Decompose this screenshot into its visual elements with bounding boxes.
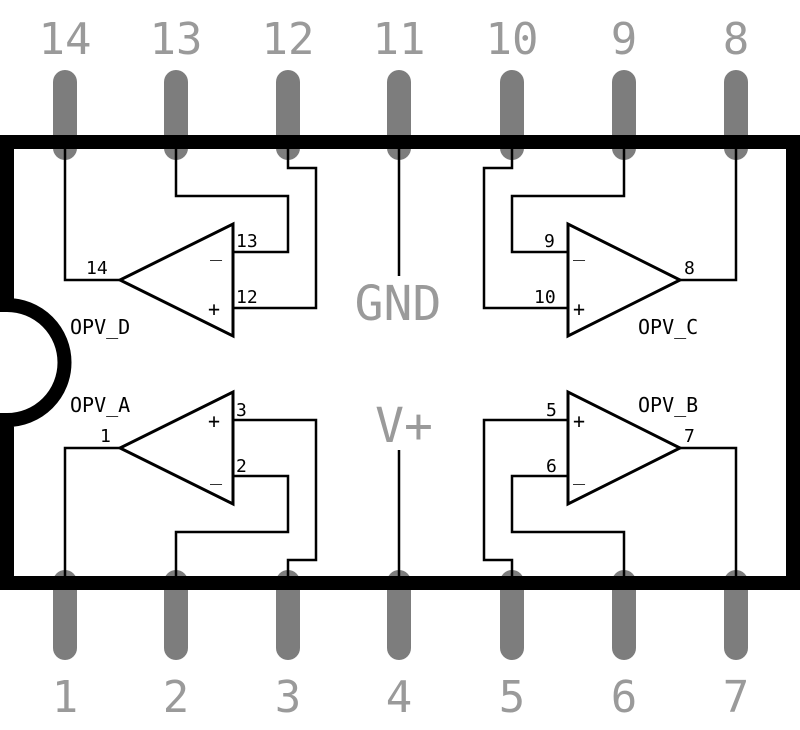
pin-number-5: 5 bbox=[499, 672, 526, 723]
opamp-d-triangle bbox=[116, 221, 235, 339]
opamp-b-output-wire bbox=[680, 446, 738, 578]
opamp-a: + _ 1 3 2 OPV_A bbox=[63, 389, 318, 578]
opamp-c-out-pin-label: 8 bbox=[684, 258, 695, 279]
opamp-d-out-pin-label: 14 bbox=[86, 258, 108, 279]
opamp-b-name: OPV_B bbox=[638, 393, 698, 417]
opamp-c-name: OPV_C bbox=[638, 315, 698, 339]
pin-number-4: 4 bbox=[386, 672, 413, 723]
opamp-d: _ + 14 13 12 OPV_D bbox=[63, 148, 318, 339]
opamp-d-minus-sign: _ bbox=[210, 237, 223, 261]
pin-number-7: 7 bbox=[723, 672, 750, 723]
opamp-b-noninv-wire bbox=[482, 418, 568, 578]
opamp-a-triangle bbox=[116, 389, 235, 507]
pin-number-8: 8 bbox=[723, 14, 750, 65]
opamp-d-noninv-pin-label: 12 bbox=[236, 287, 258, 308]
opamp-a-inv-wire bbox=[174, 474, 290, 578]
pin-number-13: 13 bbox=[150, 14, 203, 65]
opamp-d-inv-wire bbox=[174, 148, 290, 254]
opamp-a-noninv-wire bbox=[233, 418, 318, 578]
opamp-c-noninv-pin-label: 10 bbox=[534, 287, 556, 308]
opamp-c-plus-sign: + bbox=[573, 297, 585, 321]
opamp-d-name: OPV_D bbox=[70, 315, 130, 339]
opamp-b-minus-sign: _ bbox=[573, 461, 586, 485]
opamp-d-inv-pin-label: 13 bbox=[236, 231, 258, 252]
opamp-d-output-wire bbox=[63, 148, 120, 282]
opamp-a-name: OPV_A bbox=[70, 393, 130, 417]
opamp-a-noninv-pin-label: 3 bbox=[236, 400, 247, 421]
opamp-b: + _ 7 5 6 OPV_B bbox=[482, 389, 738, 578]
opamp-c-inv-wire bbox=[510, 148, 626, 254]
opamp-b-plus-sign: + bbox=[573, 409, 585, 433]
opamp-b-inv-pin-label: 6 bbox=[546, 456, 557, 477]
opamp-a-output-wire bbox=[63, 446, 120, 578]
bottom-pin-numbers: 1 2 3 4 5 6 7 bbox=[52, 672, 750, 723]
pin-number-14: 14 bbox=[39, 14, 92, 65]
pin-number-11: 11 bbox=[373, 14, 426, 65]
opamp-b-noninv-pin-label: 5 bbox=[546, 400, 557, 421]
pin-number-1: 1 bbox=[52, 672, 79, 723]
pin-number-3: 3 bbox=[275, 672, 302, 723]
opamp-c-minus-sign: _ bbox=[573, 237, 586, 261]
gnd-label: GND bbox=[355, 276, 442, 332]
package-body bbox=[0, 135, 800, 590]
opamp-b-triangle bbox=[566, 389, 684, 507]
pin-number-6: 6 bbox=[611, 672, 638, 723]
pin-number-2: 2 bbox=[163, 672, 190, 723]
opamp-c-noninv-wire bbox=[482, 148, 568, 310]
opamp-d-noninv-wire bbox=[233, 148, 318, 310]
opamp-a-plus-sign: + bbox=[208, 409, 220, 433]
pin-number-9: 9 bbox=[611, 14, 638, 65]
opamp-b-out-pin-label: 7 bbox=[684, 426, 695, 447]
top-leads bbox=[53, 70, 748, 160]
opamp-c-inv-pin-label: 9 bbox=[544, 231, 555, 252]
opamp-a-minus-sign: _ bbox=[210, 461, 223, 485]
bottom-leads bbox=[53, 570, 748, 660]
opamp-b-inv-wire bbox=[510, 474, 626, 578]
pin-number-12: 12 bbox=[262, 14, 315, 65]
opamp-c: _ + 8 9 10 OPV_C bbox=[482, 148, 738, 339]
opamp-a-inv-pin-label: 2 bbox=[236, 456, 247, 477]
opamp-c-triangle bbox=[566, 221, 684, 339]
opamp-d-plus-sign: + bbox=[208, 297, 220, 321]
pin-number-10: 10 bbox=[486, 14, 539, 65]
top-pin-numbers: 14 13 12 11 10 9 8 bbox=[39, 14, 750, 65]
opamp-c-output-wire bbox=[680, 148, 738, 282]
opamp-a-out-pin-label: 1 bbox=[100, 426, 111, 447]
vplus-label: V+ bbox=[375, 398, 433, 454]
